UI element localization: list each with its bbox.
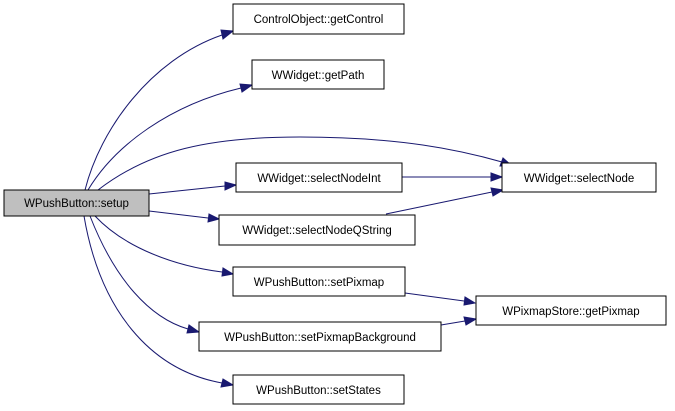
node-label: WPushButton::setPixmap	[254, 277, 384, 289]
edge-setup-to-selectnodeint	[148, 181, 238, 195]
edge-setup-to-selectnodeqstring	[148, 210, 221, 223]
node-get-control[interactable]: ControlObject::getControl	[232, 3, 405, 35]
node-label: ControlObject::getControl	[254, 14, 384, 26]
node-select-node-int[interactable]: WWidget::selectNodeInt	[235, 162, 403, 193]
edge-setup-to-setpixmap	[94, 215, 235, 277]
edge-setup-to-getpath	[87, 83, 254, 191]
node-label: WPixmapStore::getPixmap	[502, 306, 639, 318]
node-label: WWidget::selectNode	[524, 173, 635, 185]
node-select-node[interactable]: WWidget::selectNode	[501, 162, 657, 193]
node-get-pixmap[interactable]: WPixmapStore::getPixmap	[475, 295, 667, 326]
node-label: WWidget::selectNodeQString	[242, 225, 392, 237]
node-label: WPushButton::setStates	[256, 385, 381, 397]
node-get-path[interactable]: WWidget::getPath	[251, 59, 385, 90]
node-set-pixmap[interactable]: WPushButton::setPixmap	[232, 266, 406, 297]
node-label: WPushButton::setup	[24, 198, 129, 210]
node-set-states[interactable]: WPushButton::setStates	[232, 374, 405, 405]
edge-setup-to-getcontrol	[84, 29, 235, 191]
node-set-pixmap-background[interactable]: WPushButton::setPixmapBackground	[198, 321, 442, 352]
node-root-setup[interactable]: WPushButton::setup	[3, 189, 150, 217]
edge-selectnodeint-to-selectnode	[402, 172, 504, 182]
edge-selectnodeqstring-to-selectnode	[385, 187, 505, 215]
node-select-node-qstring[interactable]: WWidget::selectNodeQString	[218, 214, 416, 246]
node-label: WWidget::selectNodeInt	[257, 173, 381, 185]
edge-setpixmapbackground-to-getpixmap	[440, 316, 478, 326]
node-label: WPushButton::setPixmapBackground	[224, 332, 416, 344]
node-label: WWidget::getPath	[272, 70, 365, 82]
edge-setup-to-setstates	[83, 215, 235, 388]
edge-setup-to-setpixmapbackground	[89, 215, 201, 334]
edge-setpixmap-to-getpixmap	[404, 292, 477, 306]
